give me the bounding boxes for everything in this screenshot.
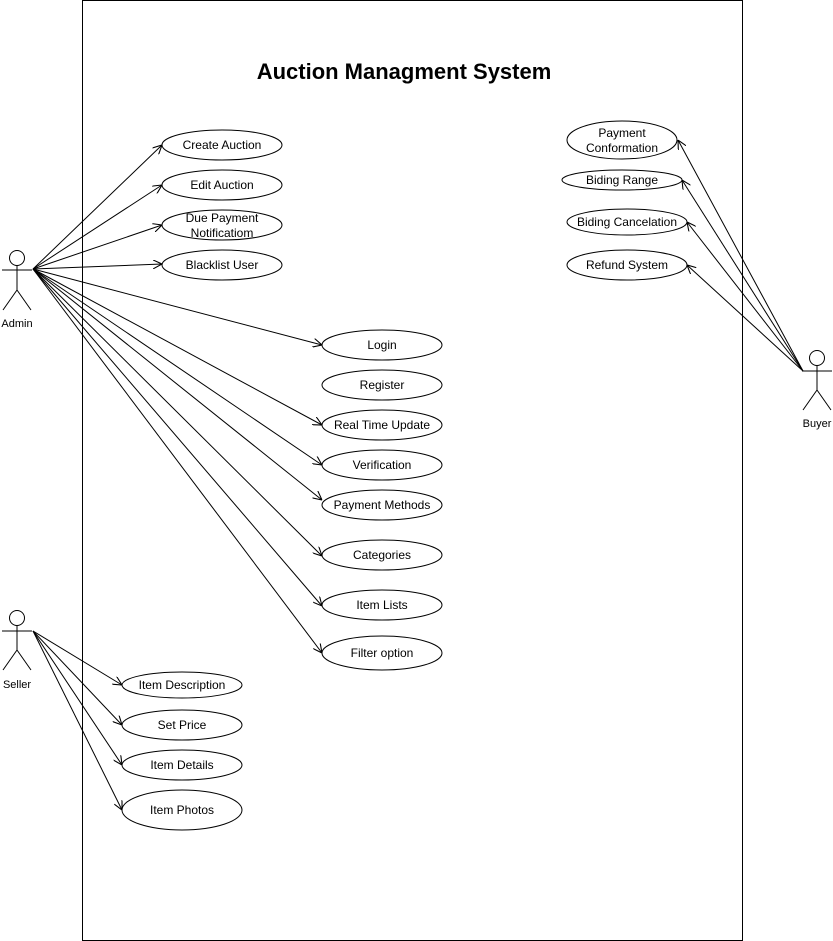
assoc-buyer-refund-system	[687, 265, 804, 372]
use-case-blacklist-user[interactable]: Blacklist User	[161, 249, 283, 281]
assoc-admin-payment-methods	[32, 268, 322, 500]
use-case-set-price[interactable]: Set Price	[121, 709, 243, 741]
assoc-admin-real-time-update	[32, 268, 322, 425]
assoc-seller-set-price	[32, 630, 122, 725]
assoc-seller-item-photos	[32, 630, 122, 810]
use-case-item-details[interactable]: Item Details	[121, 749, 243, 781]
actor-buyer[interactable]: Buyer	[802, 350, 832, 431]
use-case-label: Set Price	[158, 718, 207, 732]
use-case-label: Filter option	[351, 646, 414, 660]
diagram-title: Auction Managment System	[257, 59, 552, 84]
assoc-buyer-biding-cancelation	[687, 222, 804, 372]
use-case-label: Categories	[353, 548, 411, 562]
use-case-label: Refund System	[586, 258, 668, 272]
use-case-label: Biding Range	[586, 173, 658, 187]
use-case-label: Payment Methods	[334, 498, 431, 512]
use-case-label: Login	[367, 338, 396, 352]
use-case-label: Payment	[598, 126, 646, 140]
use-case-create-auction[interactable]: Create Auction	[161, 129, 283, 161]
actor-label: Admin	[1, 318, 32, 330]
actor-admin[interactable]: Admin	[1, 250, 33, 331]
assoc-admin-create-auction	[32, 145, 162, 270]
use-case-label: Item Photos	[150, 803, 214, 817]
use-case-biding-cancelation[interactable]: Biding Cancelation	[566, 208, 688, 236]
use-case-register[interactable]: Register	[321, 369, 443, 401]
use-case-label: Notificatiom	[191, 226, 254, 240]
use-case-label: Edit Auction	[190, 178, 253, 192]
assoc-admin-categories	[32, 268, 322, 556]
use-case-label: Item Description	[139, 678, 226, 692]
assoc-admin-blacklist-user	[32, 264, 162, 270]
use-case-item-photos[interactable]: Item Photos	[121, 789, 243, 831]
stick-figure-icon	[802, 350, 832, 411]
use-case-refund-system[interactable]: Refund System	[566, 249, 688, 281]
use-case-real-time-update[interactable]: Real Time Update	[321, 409, 443, 441]
assoc-admin-login	[32, 268, 322, 345]
assoc-admin-item-lists	[32, 268, 322, 606]
assoc-admin-verification	[32, 268, 322, 465]
use-case-filter-option[interactable]: Filter option	[321, 635, 443, 671]
use-case-item-lists[interactable]: Item Lists	[321, 589, 443, 621]
use-case-label: Conformation	[586, 141, 658, 155]
assoc-seller-item-description	[32, 630, 122, 685]
use-case-login[interactable]: Login	[321, 329, 443, 361]
use-case-label: Due Payment	[186, 211, 259, 225]
use-case-categories[interactable]: Categories	[321, 539, 443, 571]
actor-label: Buyer	[803, 418, 832, 430]
use-case-label: Blacklist User	[186, 258, 259, 272]
assoc-admin-filter-option	[32, 268, 322, 653]
use-case-label: Real Time Update	[334, 418, 430, 432]
use-case-label: Item Details	[150, 758, 213, 772]
use-case-payment-methods[interactable]: Payment Methods	[321, 489, 443, 521]
use-case-item-description[interactable]: Item Description	[121, 671, 243, 699]
actor-label: Seller	[3, 679, 31, 691]
assoc-buyer-payment-confirmation	[678, 140, 804, 372]
assoc-admin-due-payment	[32, 225, 162, 270]
use-case-due-payment-notification[interactable]: Due Payment Notificatiom	[161, 209, 283, 241]
use-case-biding-range[interactable]: Biding Range	[561, 169, 683, 191]
associations	[32, 140, 804, 810]
use-case-verification[interactable]: Verification	[321, 449, 443, 481]
actor-seller[interactable]: Seller	[2, 610, 32, 692]
use-case-edit-auction[interactable]: Edit Auction	[161, 169, 283, 201]
use-case-payment-confirmation[interactable]: Payment Conformation	[566, 120, 678, 160]
assoc-seller-item-details	[32, 630, 122, 765]
use-case-label: Biding Cancelation	[577, 215, 677, 229]
use-case-label: Create Auction	[183, 138, 262, 152]
use-case-label: Register	[360, 378, 405, 392]
stick-figure-icon	[2, 250, 32, 311]
stick-figure-icon	[2, 610, 32, 671]
assoc-buyer-biding-range	[682, 180, 804, 372]
use-case-label: Verification	[353, 458, 412, 472]
use-case-label: Item Lists	[356, 598, 407, 612]
assoc-admin-edit-auction	[32, 185, 162, 270]
